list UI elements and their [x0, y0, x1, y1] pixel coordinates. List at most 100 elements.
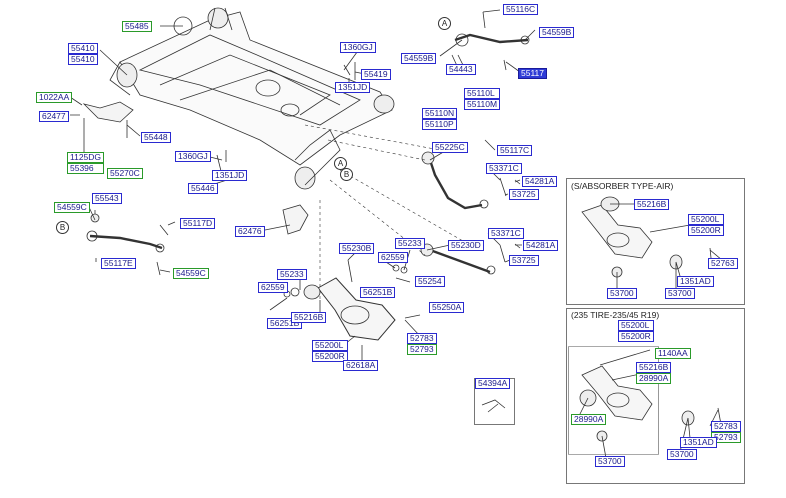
- part-label-53371c[interactable]: 53371C: [486, 163, 522, 174]
- part-label-1360gj-2[interactable]: 1360GJ: [175, 151, 211, 162]
- part-label-55110m[interactable]: 55110M: [464, 99, 501, 110]
- lower-arm-air-drawing: [581, 204, 653, 259]
- part-label-53725-2[interactable]: 53725: [509, 255, 539, 266]
- part-label-53700-2[interactable]: 53700: [665, 288, 695, 299]
- tire-235-box: [566, 308, 745, 484]
- part-label-53371c-2[interactable]: 53371C: [488, 228, 524, 239]
- tool-54394a-drawing: [481, 399, 506, 413]
- part-label-53700-235[interactable]: 53700: [595, 456, 625, 467]
- part-label-55200r-air[interactable]: 55200R: [688, 225, 724, 236]
- part-label-55216b-air[interactable]: 55216B: [634, 199, 670, 210]
- part-label-55117-selected[interactable]: 55117: [518, 68, 548, 79]
- part-label-55110p[interactable]: 55110P: [422, 119, 458, 130]
- part-label-55233-2[interactable]: 55233: [277, 269, 307, 280]
- part-label-28990a-2[interactable]: 28990A: [571, 414, 607, 425]
- part-label-54559c[interactable]: 54559C: [54, 202, 90, 213]
- part-label-53700[interactable]: 53700: [607, 288, 637, 299]
- part-label-62476[interactable]: 62476: [235, 226, 265, 237]
- part-label-56251b-2[interactable]: 56251B: [267, 318, 303, 329]
- part-label-53725[interactable]: 53725: [509, 189, 539, 200]
- part-label-group-55410: 55410 55410: [68, 43, 98, 65]
- part-label-group-52783: 52783 52793: [407, 333, 437, 355]
- part-label-55117d[interactable]: 55117D: [180, 218, 216, 229]
- part-label-55446[interactable]: 55446: [188, 183, 218, 194]
- part-label-group-55110l: 55110L 55110M: [464, 88, 501, 110]
- upper-arm-55110-drawing: [454, 33, 529, 44]
- part-label-54443[interactable]: 54443: [446, 64, 476, 75]
- air-suspension-box: [566, 178, 745, 305]
- part-label-55216b[interactable]: 55216B: [291, 312, 327, 323]
- part-label-54559b[interactable]: 54559B: [401, 53, 437, 64]
- part-label-54281a-2[interactable]: 54281A: [523, 240, 559, 251]
- bracket-62477-drawing: [82, 101, 134, 123]
- bracket-62476-drawing: [282, 204, 309, 235]
- part-label-55254[interactable]: 55254: [415, 276, 445, 287]
- part-label-1360gj[interactable]: 1360GJ: [340, 42, 376, 53]
- part-label-55200l-235[interactable]: 55200L: [618, 320, 654, 331]
- tire-box-title: (235 TIRE-235/45 R19): [571, 310, 660, 320]
- part-label-54559b-2[interactable]: 54559B: [539, 27, 575, 38]
- part-label-55396[interactable]: 55396: [67, 163, 105, 174]
- part-label-55485[interactable]: 55485: [122, 21, 152, 32]
- part-label-52783[interactable]: 52783: [407, 333, 437, 344]
- part-label-1351jd[interactable]: 1351JD: [335, 82, 371, 93]
- part-label-55200r[interactable]: 55200R: [312, 351, 348, 362]
- part-label-1140aa[interactable]: 1140AA: [655, 348, 691, 359]
- air-box-title: (S/ABSORBER TYPE-AIR): [571, 181, 674, 191]
- callout-b-subframe: B: [340, 168, 353, 181]
- part-label-55110n[interactable]: 55110N: [422, 108, 458, 119]
- part-label-55216b-235[interactable]: 55216B: [636, 362, 672, 373]
- part-label-62559[interactable]: 62559: [378, 252, 408, 263]
- part-label-55230b[interactable]: 55230B: [339, 243, 375, 254]
- part-label-55110l[interactable]: 55110L: [464, 88, 501, 99]
- part-label-55117e[interactable]: 55117E: [101, 258, 136, 269]
- callout-a-subframe: A: [334, 157, 347, 170]
- part-label-55543[interactable]: 55543: [92, 193, 122, 204]
- part-label-62618a[interactable]: 62618A: [343, 360, 379, 371]
- part-label-1351ad-235[interactable]: 1351AD: [680, 437, 717, 448]
- part-label-55225c[interactable]: 55225C: [432, 142, 468, 153]
- callout-a-upper-arm: A: [438, 17, 451, 30]
- arm-55250a-drawing: [429, 248, 491, 274]
- part-label-group-55110n: 55110N 55110P: [422, 108, 458, 130]
- part-label-group-55200l: 55200L 55200R: [312, 340, 348, 362]
- part-label-55419[interactable]: 55419: [361, 69, 391, 80]
- part-label-28990a[interactable]: 28990A: [636, 373, 672, 384]
- part-label-55410[interactable]: 55410: [68, 54, 98, 65]
- part-label-group-55216b-235: 55216B 28990A: [636, 362, 672, 384]
- part-label-52783-235[interactable]: 52783: [711, 421, 741, 432]
- part-label-55448[interactable]: 55448: [141, 132, 171, 143]
- part-label-54281a[interactable]: 54281A: [522, 176, 558, 187]
- part-label-55250a[interactable]: 55250A: [429, 302, 465, 313]
- part-label-1351ad[interactable]: 1351AD: [677, 276, 714, 287]
- part-label-group-52783-235: 52783 52793: [711, 421, 741, 443]
- part-label-53700-235-2[interactable]: 53700: [667, 449, 697, 460]
- part-label-56251b[interactable]: 56251B: [360, 287, 396, 298]
- part-label-54394a[interactable]: 54394A: [475, 378, 511, 389]
- part-label-55230d[interactable]: 55230D: [448, 240, 484, 251]
- part-label-55200l-air[interactable]: 55200L: [688, 214, 724, 225]
- part-label-55117c[interactable]: 55117C: [497, 145, 533, 156]
- lower-arm-55200-drawing: [317, 277, 396, 341]
- part-label-group-55200l-235: 55200L 55200R: [618, 320, 654, 342]
- part-label-55200r-235[interactable]: 55200R: [618, 331, 654, 342]
- part-label-62559-2[interactable]: 62559: [258, 282, 288, 293]
- part-label-group-1125dg: 1125DG 55396: [67, 152, 105, 174]
- part-label-52793[interactable]: 52793: [407, 344, 437, 355]
- part-label-55200l[interactable]: 55200L: [312, 340, 348, 351]
- part-label-55116c[interactable]: 55116C: [503, 4, 539, 15]
- callout-b-lateral-arm: B: [56, 221, 69, 234]
- part-label-1022aa[interactable]: 1022AA: [36, 92, 73, 103]
- part-label-62477[interactable]: 62477: [39, 111, 69, 122]
- part-label-1125dg[interactable]: 1125DG: [67, 152, 105, 163]
- lateral-arm-55270c-drawing: [89, 234, 163, 250]
- part-label-group-55200l-air: 55200L 55200R: [688, 214, 724, 236]
- part-label-52763[interactable]: 52763: [708, 258, 738, 269]
- part-label-55410[interactable]: 55410: [68, 43, 98, 54]
- part-label-54559c-2[interactable]: 54559C: [173, 268, 209, 279]
- rear-subframe-drawing: [109, 7, 395, 190]
- part-label-55233[interactable]: 55233: [395, 238, 425, 249]
- part-label-55270c[interactable]: 55270C: [107, 168, 143, 179]
- part-label-1351jd-2[interactable]: 1351JD: [212, 170, 248, 181]
